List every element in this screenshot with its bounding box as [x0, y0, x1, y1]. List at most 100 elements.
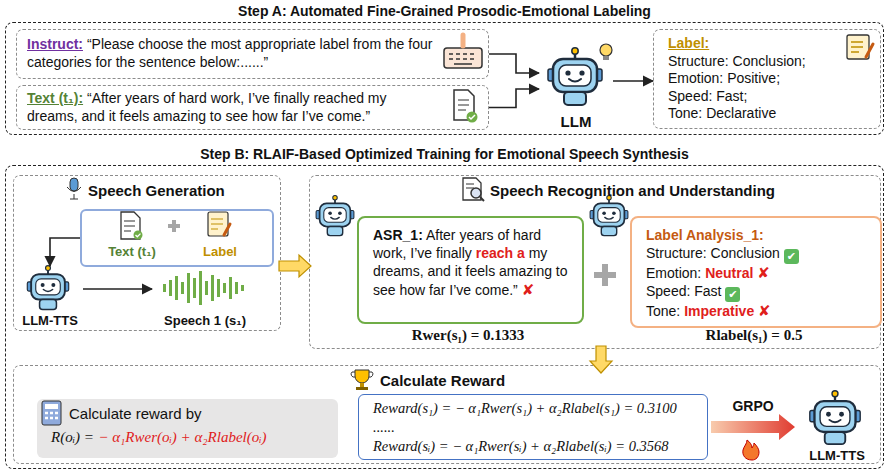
search-document-icon [466, 184, 474, 188]
analysis-key: Tone: [646, 303, 680, 319]
robot-icon [316, 196, 354, 236]
label-box: Label:Structure: Conclusion;Emotion: Pos… [653, 29, 881, 129]
waveform [223, 283, 226, 293]
speech-generation-panel: Speech GenerationText (t₁)LabelLLM-TTS Sp… [13, 175, 281, 331]
search-document-icon [463, 178, 481, 200]
flame-icon [743, 440, 759, 460]
text-heading: Text (t₁): [27, 90, 83, 106]
agent-label: LLM [539, 113, 613, 130]
robot-icon [590, 196, 628, 236]
reward-panel: Calculate RewardCalculate reward byR(oᵢ)… [13, 365, 881, 464]
check-mark: ✔ [784, 249, 799, 264]
label-heading: Label: [668, 35, 844, 53]
document-icon [458, 100, 469, 110]
microphone-icon [74, 194, 75, 199]
plus-sign [594, 264, 616, 286]
ellipsis: ...... [373, 418, 699, 437]
keyboard-icon [444, 48, 482, 68]
step-box: Step B: RLAIF-Based Optimized Training f… [5, 165, 884, 469]
edge-label-text: GRPO [732, 398, 773, 414]
trophy-icon [360, 383, 364, 387]
cross-mark: ✘ [757, 264, 770, 282]
panel-title: Speech Generation [88, 182, 280, 199]
reward-formula: Reward(s₁) = − α₁Rwer(s₁) + α₂Rlabel(s₁)… [373, 399, 699, 418]
microphone-icon [70, 199, 78, 200]
calculator-icon [42, 401, 61, 425]
note-icon [208, 212, 228, 236]
document-icon [121, 212, 140, 239]
robot-icon [27, 266, 68, 310]
label-analysis-box: Label Analysis_1:Structure: Conclusion ✔… [630, 216, 882, 328]
block-arrow [279, 255, 311, 277]
speech-label: Speech 1 (s₁) [152, 313, 258, 328]
document-icon [134, 231, 143, 240]
wrong-value: Neutral [705, 265, 753, 281]
note-icon [866, 44, 873, 57]
document-icon [124, 221, 135, 231]
section-heading: Step B: RLAIF-Based Optimized Training f… [6, 146, 883, 162]
idea-bulb [600, 44, 612, 56]
waveform [241, 285, 244, 291]
analysis-line: Speed: Fast [646, 283, 722, 299]
calculator-icon [45, 413, 58, 418]
waveform [175, 276, 178, 300]
trophy-icon [351, 370, 373, 390]
note-icon [847, 35, 869, 59]
panel-title: Calculate Reward [380, 372, 880, 389]
waveform [211, 275, 214, 301]
waveform [217, 279, 220, 297]
robot-icon [548, 48, 602, 105]
microphone-icon [70, 178, 78, 191]
instruction-text: “Please choose the most appropriate labe… [27, 36, 432, 70]
label-line: Tone: Declarative [668, 105, 844, 123]
waveform [229, 277, 232, 299]
connector-arrow [50, 238, 80, 266]
reward-formula: Reward(sᵢ) = − α₁Rwer(sᵢ) + α₂Rlabel(sᵢ)… [373, 437, 699, 456]
reward-values-box: Reward(s₁) = − α₁Rwer(s₁) + α₂Rlabel(s₁)… [358, 394, 708, 460]
label-line: Emotion: Positive; [668, 70, 844, 88]
document-icon [454, 90, 478, 123]
instruction-box: Instruct: “Please choose the most approp… [16, 29, 489, 79]
waveform [199, 271, 202, 305]
wrong-value: Imperative [684, 303, 754, 319]
analysis-key: Emotion: [646, 265, 701, 281]
waveform [163, 284, 166, 292]
policy-model: LLM-TTS [797, 391, 877, 464]
keyboard-icon [444, 35, 482, 68]
label-token: Label [176, 244, 264, 259]
tts-model: LLM-TTS [17, 264, 83, 328]
note-icon [851, 42, 863, 52]
reward-value-text: Rlabel(s₁) = 0.5 [706, 327, 803, 343]
plus-sign [168, 220, 180, 232]
trophy-icon [355, 370, 369, 383]
reward-value: Rwer(s₁) = 0.1333 [368, 326, 568, 344]
input-pair-box: Text (t₁)Label [80, 209, 274, 267]
analysis-heading: Label Analysis_1: [646, 227, 872, 245]
edge-label: GRPO [713, 397, 793, 415]
waveform [235, 282, 238, 294]
waveform [187, 273, 190, 303]
block-arrow [590, 346, 612, 373]
asr-heading: ASR_1: [373, 227, 423, 243]
step-box: Step A: Automated Fine-Grained Prosodic-… [5, 22, 884, 135]
panel-title: Speech Recognition and Understanding [490, 182, 880, 199]
asr-error: reach a [476, 245, 525, 261]
asr-box: ASR_1: After years of hard work, I’ve fi… [357, 216, 584, 324]
search-document-icon [480, 197, 484, 201]
connector-arrow [83, 288, 152, 290]
calculator-icon [45, 404, 58, 409]
keyboard-icon [461, 35, 466, 46]
note-icon [208, 212, 230, 236]
waveform [193, 278, 196, 298]
search-document-icon [471, 188, 481, 198]
instruct-heading: Instruct: [27, 36, 83, 52]
keyboard-icon [449, 54, 474, 64]
note-icon [224, 224, 230, 235]
label-line: Speed: Fast; [668, 88, 844, 106]
speech-output: Speech 1 (s₁) [152, 270, 258, 328]
analysis-line: Structure: Conclusion [646, 245, 780, 261]
document-icon [454, 90, 474, 120]
block-arrow [711, 414, 795, 440]
document-icon [467, 112, 478, 123]
connector-arrow [489, 89, 539, 108]
